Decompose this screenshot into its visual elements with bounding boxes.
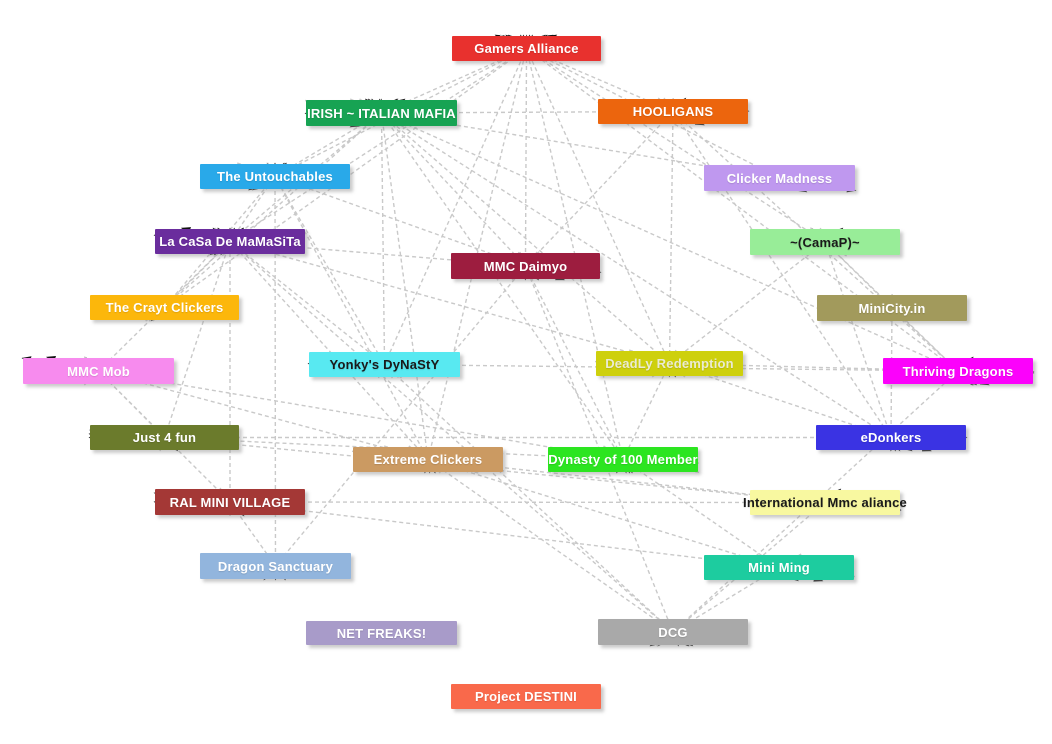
node-dragon-sanctuary[interactable]: Dragon Sanctuary — [200, 553, 351, 579]
edge-mmc-daimyo--dragon-sanctuary — [263, 251, 538, 581]
node-international-mmc-aliance[interactable]: International Mmc aliance — [743, 490, 907, 515]
node-thriving-dragons[interactable]: Thriving Dragons — [883, 358, 1033, 384]
edge-the-untouchables--dragon-sanctuary — [271, 162, 279, 581]
node-minicity-in[interactable]: MiniCity.in — [817, 295, 967, 321]
node-label: Mini Ming — [748, 560, 810, 575]
node-label: The Untouchables — [217, 169, 333, 184]
node-label: MMC Mob — [67, 363, 130, 379]
node-project-destini[interactable]: Project DESTINI — [451, 684, 601, 709]
node-label: HOOLIGANS — [632, 104, 714, 119]
node-label: RAL MINI VILLAGE — [169, 494, 291, 510]
node-the-untouchables[interactable]: The Untouchables — [200, 164, 350, 189]
edge-yonkys-dynasty--gamers-alliance — [377, 34, 534, 379]
node-label: Clicker Madness — [726, 170, 833, 186]
node-la-casa-de-mamasita[interactable]: La CaSa De MaMaSiTa — [155, 229, 305, 254]
node-label: Project DESTINI — [475, 689, 577, 704]
edge-deadly-redemption--irish-italian-mafia — [364, 98, 686, 378]
node-dcg[interactable]: DCG — [598, 619, 748, 645]
edge-la-casa-de-mamasita--dcg — [214, 227, 690, 647]
edge-hooligans--edonkers — [663, 97, 901, 452]
edge-yonkys-dynasty--irish-italian-mafia — [378, 98, 386, 379]
edge-deadly-redemption--camap — [651, 227, 844, 378]
node-label: Gamers Alliance — [474, 41, 579, 56]
edge-just-4-fun--la-casa-de-mamasita — [159, 227, 236, 452]
node-camap[interactable]: ~(CamaP)~ — [750, 229, 900, 255]
node-label: ~(CamaP)~ — [790, 234, 860, 250]
edge-the-crayt-clickers--irish-italian-mafia — [148, 98, 398, 322]
edge-hooligans--deadly-redemption — [666, 97, 674, 378]
node-deadly-redemption[interactable]: DeadLy Redemption — [596, 351, 743, 376]
node-hooligans[interactable]: HOOLIGANS — [598, 99, 748, 124]
node-just-4-fun[interactable]: Just 4 fun — [90, 425, 239, 450]
edge-extreme-clickers--la-casa-de-mamasita — [217, 227, 441, 474]
edge-mmc-daimyo--gamers-alliance — [522, 34, 530, 281]
edge-extreme-clickers--dcg — [408, 445, 694, 647]
node-irish-italian-mafia[interactable]: IRISH ~ ITALIAN MAFIA — [306, 100, 457, 126]
edge-camap--gamers-alliance — [505, 34, 847, 257]
edge-deadly-redemption--gamers-alliance — [519, 34, 677, 378]
node-label: International Mmc aliance — [743, 495, 907, 510]
node-label: Dynasty of 100 Member — [548, 452, 698, 467]
node-label: Dragon Sanctuary — [217, 558, 334, 574]
edge-ral-mini-village--international-mmc-aliance — [153, 498, 902, 506]
edge-irish-italian-mafia--dynasty-of-100-member — [371, 98, 633, 474]
edge-yonkys-dynasty--dcg — [369, 350, 689, 647]
node-gamers-alliance[interactable]: Gamers Alliance — [452, 36, 601, 61]
edge-yonkys-dynasty--la-casa-de-mamasita — [212, 227, 402, 379]
node-label: MMC Daimyo — [483, 258, 568, 274]
node-label: La CaSa De MaMaSiTa — [159, 234, 301, 249]
node-label: Extreme Clickers — [373, 452, 483, 467]
node-yonkys-dynasty[interactable]: Yonky's DyNaStY — [309, 352, 460, 377]
node-mini-ming[interactable]: Mini Ming — [704, 555, 854, 580]
node-label: Thriving Dragons — [902, 363, 1014, 379]
node-label: The Crayt Clickers — [105, 300, 224, 315]
edge-the-untouchables--extreme-clickers — [267, 162, 436, 474]
node-extreme-clickers[interactable]: Extreme Clickers — [353, 447, 503, 472]
node-the-crayt-clickers[interactable]: The Crayt Clickers — [90, 295, 239, 320]
edge-irish-italian-mafia--thriving-dragons — [349, 98, 990, 386]
node-label: IRISH ~ ITALIAN MAFIA — [307, 105, 456, 121]
edge-irish-italian-mafia--edonkers — [359, 98, 913, 452]
node-clicker-madness[interactable]: Clicker Madness — [704, 165, 855, 191]
node-mmc-daimyo[interactable]: MMC Daimyo — [451, 253, 600, 279]
node-label: DeadLy Redemption — [605, 356, 734, 371]
edge-mmc-daimyo--dynasty-of-100-member — [517, 251, 631, 474]
node-mmc-mob[interactable]: MMC Mob — [23, 358, 174, 384]
node-net-freaks[interactable]: NET FREAKS! — [306, 621, 457, 645]
node-label: Yonky's DyNaStY — [329, 357, 440, 372]
node-edonkers[interactable]: eDonkers — [816, 425, 966, 450]
node-label: DCG — [658, 624, 688, 640]
node-label: Just 4 fun — [132, 430, 197, 445]
node-label: NET FREAKS! — [336, 625, 427, 641]
node-label: eDonkers — [860, 430, 922, 445]
edge-thriving-dragons--gamers-alliance — [507, 34, 978, 386]
node-ral-mini-village[interactable]: RAL MINI VILLAGE — [155, 489, 305, 515]
node-label: MiniCity.in — [858, 300, 926, 316]
edge-camap--edonkers — [819, 227, 897, 452]
node-dynasty-of-100-member[interactable]: Dynasty of 100 Member — [548, 447, 698, 472]
